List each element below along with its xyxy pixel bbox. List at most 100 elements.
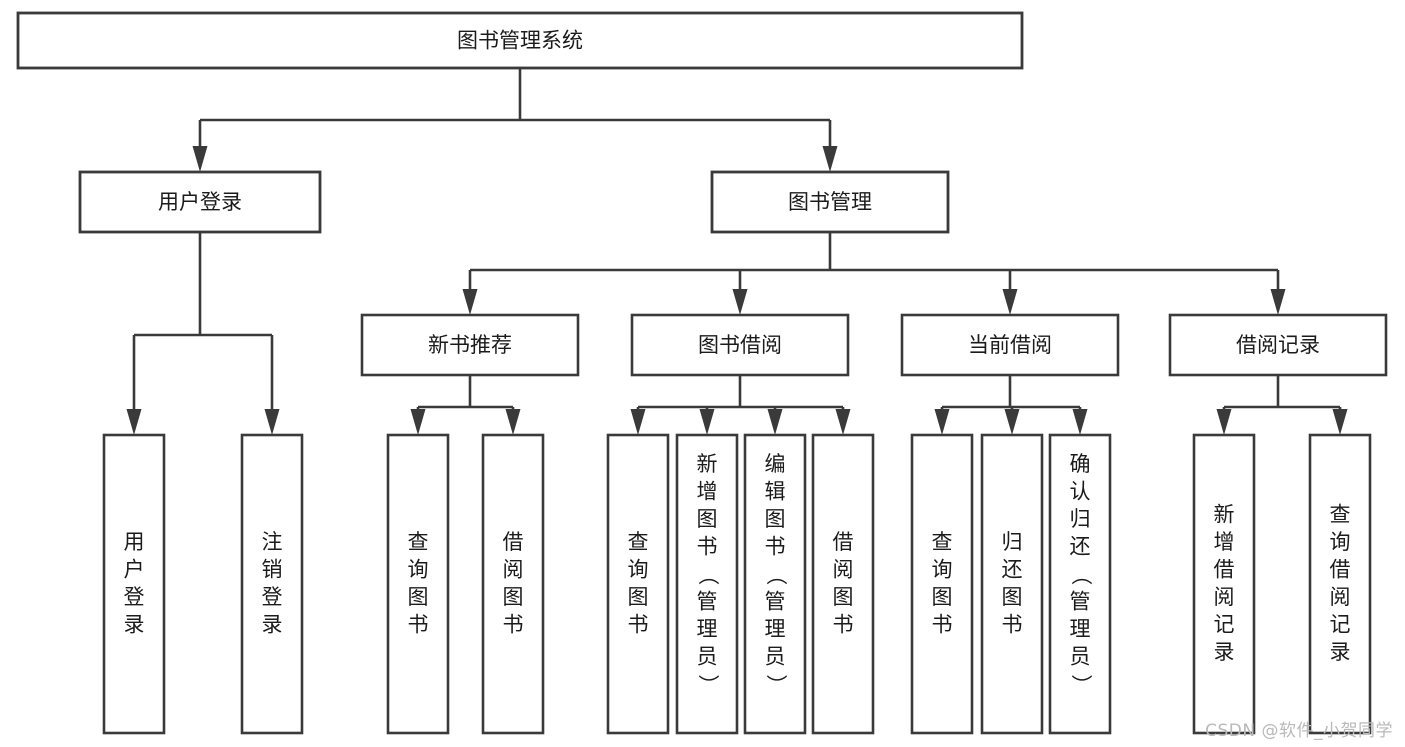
node-label-char: 书 [765, 534, 786, 558]
node-label-char: 管 [765, 589, 786, 613]
node-label-char: 图 [503, 585, 524, 609]
node-box[interactable] [78, 170, 322, 234]
node-label-char: 注 [262, 530, 283, 554]
node-label-char: ） [696, 674, 720, 695]
connector-layer [126, 68, 1348, 435]
node-box[interactable] [811, 433, 875, 735]
node-label-char: 登 [124, 585, 145, 609]
node-label: 用户登录 [158, 190, 242, 214]
node-label-char: 借 [833, 530, 854, 554]
node-box[interactable] [481, 433, 545, 735]
node-label-char: 阅 [1214, 585, 1235, 609]
node-label: 图书管理系统 [457, 29, 583, 53]
node-box[interactable] [1048, 433, 1112, 735]
node-label-char: 录 [1330, 640, 1351, 664]
node-root[interactable]: 图书管理系统 [16, 11, 1024, 70]
node-label-char: 书 [697, 534, 718, 558]
node-label-char: 阅 [833, 557, 854, 581]
connector-arrow-icon [1002, 289, 1018, 315]
node-label-char: 查 [408, 530, 429, 554]
connector-group-root [192, 68, 838, 172]
node-box[interactable] [606, 433, 670, 735]
node-box[interactable] [980, 433, 1044, 735]
node-label: 当前借阅 [968, 333, 1052, 357]
connector-arrow-icon [835, 409, 851, 435]
node-label-char: 还 [1002, 557, 1023, 581]
node-box[interactable] [102, 433, 166, 735]
connector-arrow-icon [1332, 409, 1348, 435]
node-label-char: 图 [765, 507, 786, 531]
node-label-char: 编 [765, 452, 786, 476]
node-box[interactable] [1192, 433, 1256, 735]
node-box[interactable] [1308, 433, 1372, 735]
node-current-borrow[interactable]: 当前借阅 [900, 313, 1120, 377]
node-box[interactable] [630, 313, 850, 377]
node-label-char: 管 [1070, 589, 1091, 613]
connector-group-current-borrow [934, 375, 1088, 435]
node-box[interactable] [675, 433, 739, 735]
connector-arrow-icon [732, 289, 748, 315]
node-label-char: （ [696, 564, 720, 585]
node-label: 图书管理 [788, 190, 872, 214]
node-box[interactable] [743, 433, 807, 735]
node-book-borrow[interactable]: 图书借阅 [630, 313, 850, 377]
node-new-book-recommend[interactable]: 新书推荐 [360, 313, 580, 377]
node-label-char: 询 [1330, 530, 1351, 554]
node-label-char: 增 [697, 479, 718, 503]
connector-group-user-login [126, 232, 280, 435]
node-label-char: 查 [628, 530, 649, 554]
node-label-char: ） [1069, 674, 1093, 695]
node-label: 图书借阅 [698, 333, 782, 357]
node-borrow-record[interactable]: 借阅记录 [1168, 313, 1388, 377]
node-label-char: 认 [1070, 479, 1091, 503]
node-label-char: 借 [503, 530, 524, 554]
node-box[interactable] [1168, 313, 1388, 377]
node-book-manage[interactable]: 图书管理 [710, 170, 950, 234]
node-label-char: 还 [1070, 534, 1091, 558]
node-box[interactable] [240, 433, 304, 735]
node-label-char: 查 [932, 530, 953, 554]
node-label-char: 管 [697, 589, 718, 613]
node-label-char: 查 [1330, 502, 1351, 526]
node-box[interactable] [910, 433, 974, 735]
node-label: 借阅记录 [1236, 333, 1320, 357]
connector-arrow-icon [1072, 409, 1088, 435]
node-label-char: 理 [765, 617, 786, 641]
node-box[interactable] [360, 313, 580, 377]
node-box[interactable] [16, 11, 1024, 70]
node-user-login[interactable]: 用户登录 [78, 170, 322, 234]
node-label-char: 询 [408, 557, 429, 581]
node-box[interactable] [900, 313, 1120, 377]
node-layer: 图书管理系统用户登录图书管理新书推荐图书借阅当前借阅借阅记录用户登录注销登录查询… [16, 11, 1388, 735]
node-box[interactable] [710, 170, 950, 234]
node-label-char: 图 [408, 585, 429, 609]
node-box[interactable] [386, 433, 450, 735]
connector-arrow-icon [934, 409, 950, 435]
node-label-char: 书 [408, 612, 429, 636]
connector-arrow-icon [462, 289, 478, 315]
connector-arrow-icon [1004, 409, 1020, 435]
node-leaf-user-login[interactable]: 用户登录 [102, 433, 166, 735]
node-label-char: 辑 [765, 479, 786, 503]
node-label-char: 询 [932, 557, 953, 581]
node-label-char: 员 [765, 644, 786, 668]
